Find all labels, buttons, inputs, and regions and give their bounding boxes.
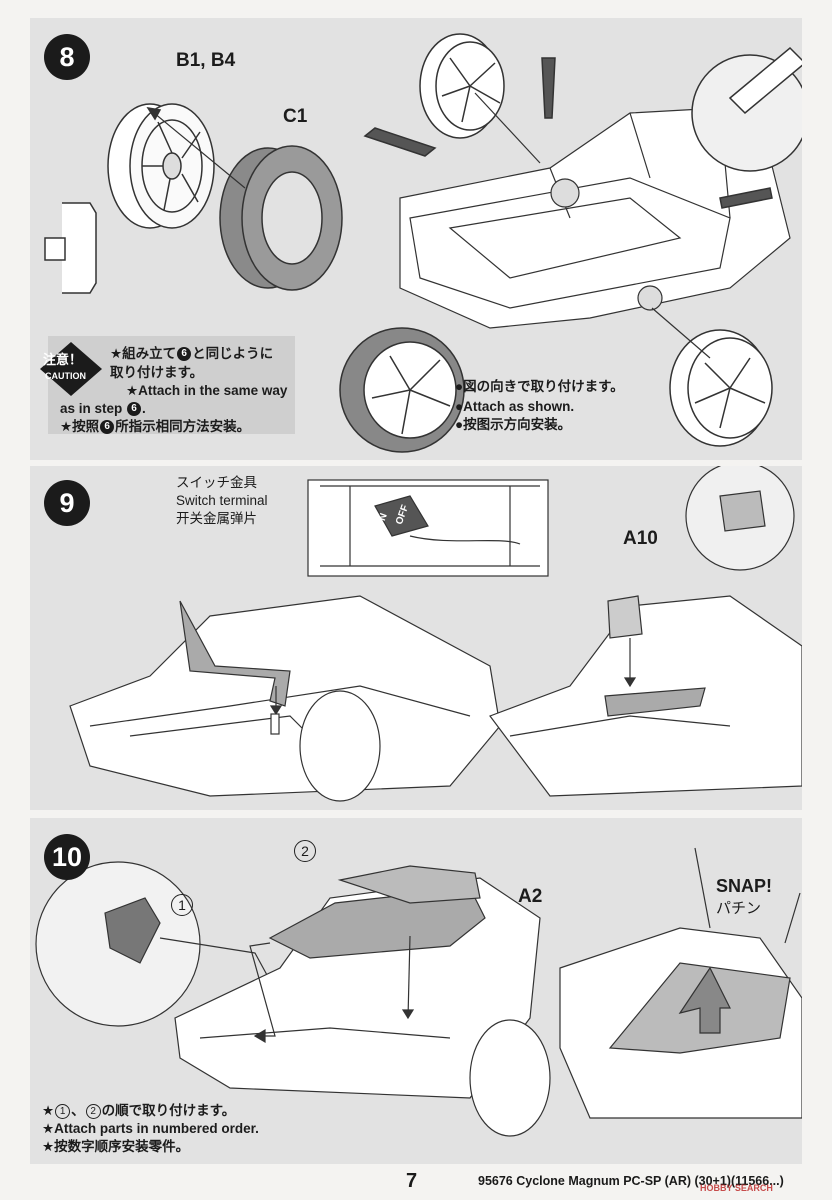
caution-box xyxy=(48,336,295,434)
direction-note-zh: ●按图示方向安装。 xyxy=(455,417,572,432)
direction-note-en: ●Attach as shown. xyxy=(455,399,575,414)
direction-note-jp: ●図の向きで取り付けます。 xyxy=(455,379,624,394)
order-note-star: ★ xyxy=(42,1103,55,1118)
step-ref-icon: 6 xyxy=(100,420,115,435)
step-number-badge: 10 xyxy=(44,834,90,880)
step-ref-icon: 6 xyxy=(127,402,142,417)
caution-badge-en: CAUTION xyxy=(45,371,86,381)
switch-label-jp: スイッチ金具 xyxy=(176,475,257,490)
part-a10-label: A10 xyxy=(623,528,658,549)
snap-label-jp: パチン xyxy=(716,900,762,917)
caution-jp-post: と同じように xyxy=(192,346,274,361)
page-number: 7 xyxy=(406,1170,418,1192)
callout-2-number: 2 xyxy=(294,840,316,862)
caution-en-pre: as in step xyxy=(60,401,123,416)
snap-label-en: SNAP! xyxy=(716,876,773,896)
step-9-panel: 9 スイッチ金具 Switch terminal 开关金属弹片 ON OFF A… xyxy=(30,466,802,810)
step-8-illustration xyxy=(44,33,802,453)
order-circle-1: 1 xyxy=(55,1103,71,1119)
step-9-illustration xyxy=(69,466,802,802)
caution-en-line2: as in step 6. xyxy=(60,400,146,418)
watermark: HOBBY SEARCH xyxy=(700,1183,773,1193)
callout-2: 2 xyxy=(293,840,317,862)
caution-jp-line2: 取り付けます。 xyxy=(110,365,204,380)
callout-1-number: 1 xyxy=(171,894,193,916)
order-note-zh: ★按数字顺序安装零件。 xyxy=(42,1139,190,1154)
step-number-badge: 8 xyxy=(44,34,90,80)
tire-drawing xyxy=(219,145,343,291)
order-note-sep: 、 xyxy=(71,1103,85,1118)
switch-label-en: Switch terminal xyxy=(176,493,268,508)
caution-zh-pre: ★按照 xyxy=(60,419,100,434)
order-circle-2: 2 xyxy=(85,1103,101,1119)
callout-1: 1 xyxy=(170,894,194,916)
caution-en-post: . xyxy=(142,401,146,416)
step-number-badge: 9 xyxy=(44,480,90,526)
switch-label-zh: 开关金属弹片 xyxy=(176,511,257,526)
footer-caption: 95676 Cyclone Magnum PC-SP (AR) (30+1)(1… xyxy=(478,1174,784,1188)
order-note-en: ★Attach parts in numbered order. xyxy=(42,1121,259,1136)
caution-badge-icon xyxy=(40,342,102,396)
caution-en-line1: ★Attach in the same way xyxy=(126,383,288,398)
caution-zh-post: 所指示相同方法安装。 xyxy=(115,419,251,434)
step-ref-icon: 6 xyxy=(177,347,192,362)
tire-part-label: C1 xyxy=(283,106,308,127)
step-10-illustration xyxy=(35,847,802,1137)
wheel-parts-label: B1, B4 xyxy=(176,50,236,71)
order-note-jp-post: の順で取り付けます。 xyxy=(101,1103,236,1118)
caution-badge-jp: 注意！ xyxy=(43,352,83,367)
wheel-rim-drawing xyxy=(107,103,215,229)
chassis-drawing xyxy=(399,107,791,329)
part-a2-label: A2 xyxy=(518,886,543,907)
caution-jp-pre: ★組み立て xyxy=(110,346,177,361)
